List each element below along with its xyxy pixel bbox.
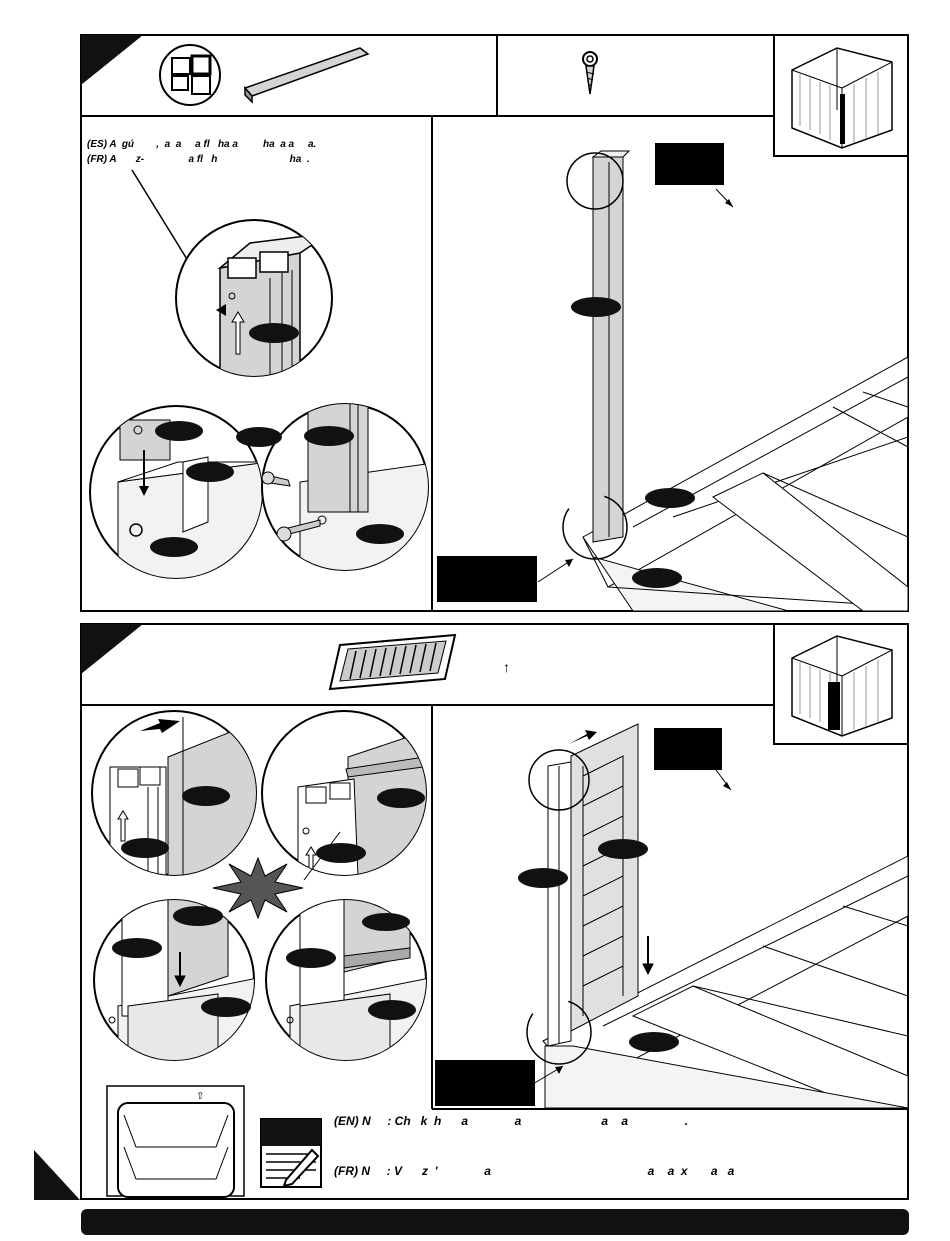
vent-orientation-inset: ⇧ <box>106 1085 245 1198</box>
starburst-icon <box>212 856 304 920</box>
label-oval <box>182 786 230 806</box>
step2-corner-marker <box>81 624 143 674</box>
post-detail-magnifier <box>175 219 333 377</box>
label-oval <box>356 524 404 544</box>
profile-bar-illustration <box>159 44 370 106</box>
label-oval <box>518 868 568 888</box>
step1-header-vsep1 <box>496 35 498 116</box>
step2-note-en: (EN) N : Ch k h a a a a . <box>334 1114 689 1128</box>
callout-box <box>655 143 724 185</box>
label-oval <box>150 537 198 557</box>
label-oval <box>632 568 682 588</box>
label-oval <box>598 839 648 859</box>
callout-box <box>437 556 537 602</box>
svg-text:⇧: ⇧ <box>196 1091 204 1102</box>
step2-main-illustration <box>526 723 908 1108</box>
step1-note-fr: (FR) A z- a fl h ha . <box>87 154 310 165</box>
callout-box <box>654 728 722 770</box>
label-oval <box>571 297 621 317</box>
step1-header-divider <box>81 115 774 117</box>
step2-note-fr: (FR) N : V z ' a a a x a a <box>334 1164 735 1178</box>
step2-body-vsep <box>431 705 433 1109</box>
label-oval <box>629 1032 679 1052</box>
label-oval <box>186 462 234 482</box>
label-oval <box>362 913 410 931</box>
shed-thumbnail-icon <box>791 47 893 149</box>
label-oval <box>316 843 366 863</box>
vent-detail-magnifier-1 <box>91 710 257 876</box>
vent-detail-magnifier-2 <box>261 710 427 881</box>
callout-box <box>435 1060 535 1106</box>
label-oval <box>155 421 203 441</box>
vent-detail-magnifier-3 <box>93 899 255 1061</box>
label-oval <box>377 788 425 808</box>
vent-detail-magnifier-4 <box>265 899 427 1061</box>
label-oval <box>112 938 162 958</box>
shed-thumbnail-icon <box>791 635 893 737</box>
footer-bar <box>81 1209 909 1235</box>
base-detail-magnifier-right <box>261 403 429 571</box>
step1-corner-marker <box>81 35 143 85</box>
label-oval <box>249 323 299 343</box>
up-arrow-icon: ↑ <box>503 659 510 675</box>
step2-notes-divider <box>432 1108 908 1110</box>
label-oval <box>236 427 282 447</box>
step1-body-vsep <box>431 116 433 611</box>
label-oval <box>201 997 251 1017</box>
label-oval <box>645 488 695 508</box>
label-oval <box>286 948 336 968</box>
note-pencil-icon <box>260 1118 322 1188</box>
label-oval <box>368 1000 416 1020</box>
vent-panel-illustration <box>328 633 457 691</box>
screw-icon <box>582 51 598 95</box>
step1-main-illustration <box>537 150 908 611</box>
label-oval <box>121 838 169 858</box>
label-oval <box>304 426 354 446</box>
page-corner-marker <box>34 1150 80 1200</box>
step1-note-es: (ES) A gú , a a a fl ha a ha a a a. <box>87 139 317 150</box>
step2-header-divider <box>81 704 774 706</box>
label-oval <box>173 906 223 926</box>
